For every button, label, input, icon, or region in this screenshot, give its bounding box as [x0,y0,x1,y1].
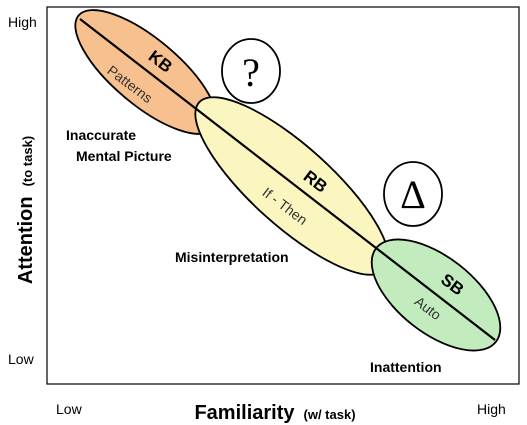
y-axis-high-label: High [8,14,37,30]
inaccurate-label-line2: Mental Picture [76,148,172,164]
diagonal-trend-line [79,18,496,341]
svg-text:Attention (to task): Attention (to task) [15,136,37,284]
x-axis-title: Familiarity (w/ task) [194,402,355,424]
question-mark-icon: ? [242,50,260,95]
misinterpretation-label: Misinterpretation [175,249,289,265]
inaccurate-label-line1: Inaccurate [66,127,136,143]
delta-badge-circle [383,161,443,227]
x-axis-low-label: Low [56,401,83,417]
x-axis-high-label: High [477,401,506,417]
x-axis-title-note: (w/ task) [304,407,356,422]
x-axis-title-main: Familiarity [194,402,295,424]
delta-icon: Δ [400,172,426,217]
question-badge: ? [221,38,281,104]
y-axis-title-main: Attention [15,196,37,284]
delta-badge: Δ [383,161,443,227]
plot-frame [46,6,520,385]
y-axis-title-note: (to task) [20,136,35,187]
y-axis-low-label: Low [8,351,35,367]
y-axis-title: Attention (to task) [15,136,37,284]
question-badge-circle [221,38,281,104]
inattention-label: Inattention [370,359,442,375]
